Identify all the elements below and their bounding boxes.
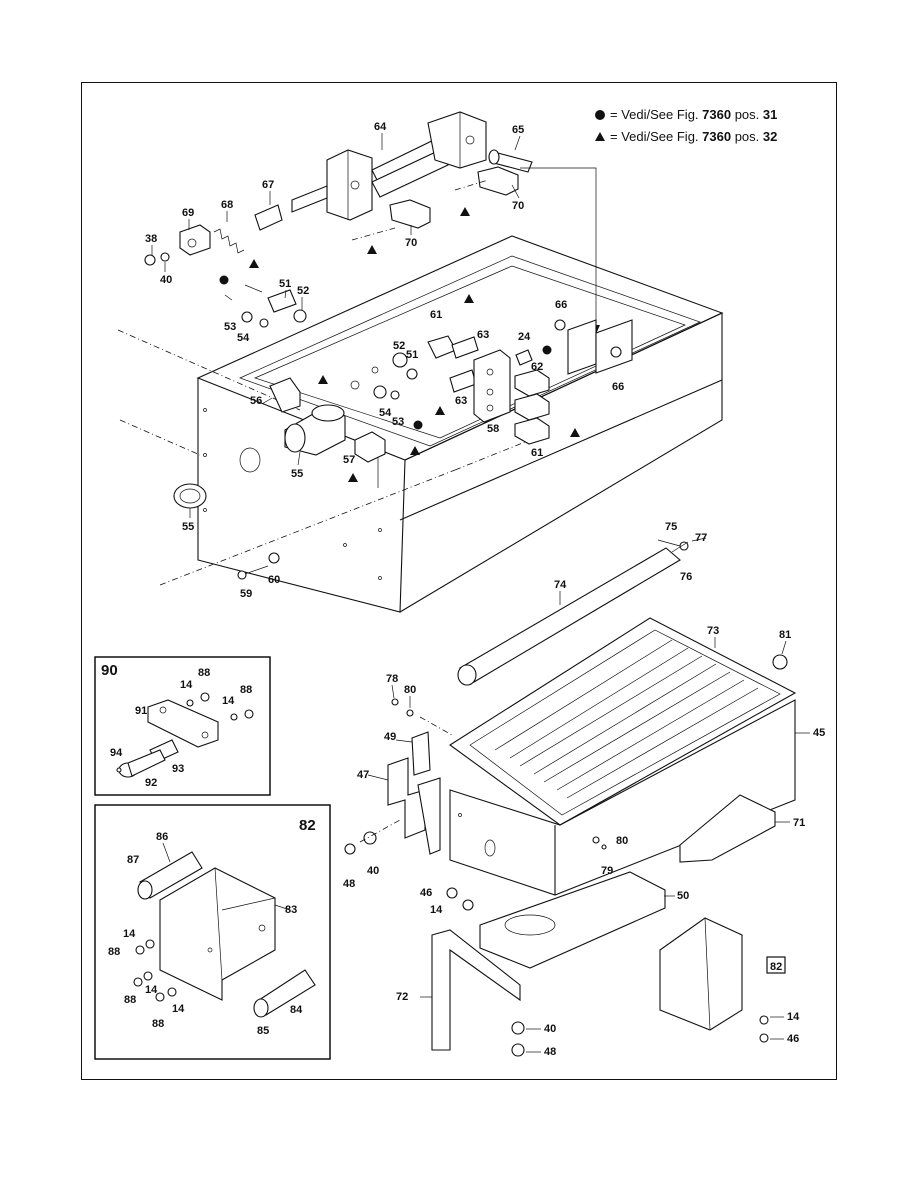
- label-67: 67: [262, 179, 274, 191]
- label-48a: 48: [343, 878, 355, 890]
- label-i90-88a: 88: [198, 667, 210, 679]
- label-46b: 46: [787, 1033, 799, 1045]
- label-70a: 70: [512, 200, 524, 212]
- triangle-symbol-icon: [595, 132, 605, 141]
- part-labels: 64 65 67 68 69 38 40 70 70 51 52 53 54 5…: [108, 121, 825, 1058]
- label-48b: 48: [544, 1046, 556, 1058]
- label-i90-91: 91: [135, 705, 147, 717]
- label-76: 76: [680, 571, 692, 583]
- label-77: 77: [695, 532, 707, 544]
- pneumatic-cylinder-64: [144, 111, 600, 334]
- label-55b: 55: [182, 521, 194, 533]
- label-i90-92: 92: [145, 777, 157, 789]
- label-24: 24: [518, 331, 531, 343]
- label-i82-14a: 14: [123, 928, 136, 940]
- label-64: 64: [374, 121, 387, 133]
- label-72: 72: [396, 991, 408, 1003]
- label-61a: 61: [430, 309, 442, 321]
- label-i82-84: 84: [290, 1004, 303, 1016]
- label-53a: 53: [224, 321, 236, 333]
- label-i82-85: 85: [257, 1025, 269, 1037]
- label-53b: 53: [392, 416, 404, 428]
- label-i82-88b: 88: [124, 994, 136, 1006]
- label-i82-88c: 88: [152, 1018, 164, 1030]
- label-40a: 40: [160, 274, 172, 286]
- label-i82-86: 86: [156, 831, 168, 843]
- label-63b: 63: [455, 395, 467, 407]
- inset-90: 90: [94, 656, 271, 796]
- label-i82-83: 83: [285, 904, 297, 916]
- lower-box-45: 82: [344, 698, 796, 1057]
- label-54a: 54: [237, 332, 250, 344]
- label-51a: 51: [279, 278, 291, 290]
- label-68: 68: [221, 199, 233, 211]
- roller-74: [457, 541, 689, 686]
- label-52b: 52: [393, 340, 405, 352]
- label-i82-14c: 14: [172, 1003, 185, 1015]
- label-61b: 61: [531, 447, 543, 459]
- label-50: 50: [677, 890, 689, 902]
- valve-components: [173, 289, 633, 580]
- label-i82-88a: 88: [108, 946, 120, 958]
- label-65: 65: [512, 124, 524, 136]
- label-80b: 80: [616, 835, 628, 847]
- label-i90-14b: 14: [222, 695, 235, 707]
- label-45: 45: [813, 727, 825, 739]
- label-55a: 55: [291, 468, 303, 480]
- label-59: 59: [240, 588, 252, 600]
- label-70b: 70: [405, 237, 417, 249]
- label-57: 57: [343, 454, 355, 466]
- inset-82-title: 82: [299, 817, 316, 834]
- label-38: 38: [145, 233, 157, 245]
- label-49: 49: [384, 731, 396, 743]
- label-75: 75: [665, 521, 677, 533]
- label-47: 47: [357, 769, 369, 781]
- label-40b: 40: [367, 865, 379, 877]
- label-i90-94: 94: [110, 747, 123, 759]
- label-i82-14b: 14: [145, 984, 158, 996]
- legend: = Vedi/See Fig. 7360 pos. 31 = Vedi/See …: [595, 107, 777, 144]
- label-i90-14a: 14: [180, 679, 193, 691]
- label-63a: 63: [477, 329, 489, 341]
- label-80a: 80: [404, 684, 416, 696]
- label-74: 74: [554, 579, 567, 591]
- label-54b: 54: [379, 407, 392, 419]
- inset-82: 82: [94, 804, 331, 1060]
- drawing-frame: [81, 82, 837, 1080]
- label-66a: 66: [555, 299, 567, 311]
- inset-90-title: 90: [101, 662, 118, 679]
- label-i90-93: 93: [172, 763, 184, 775]
- legend-triangle-text: = Vedi/See Fig. 7360 pos. 32: [610, 129, 777, 144]
- label-60: 60: [268, 574, 280, 586]
- label-58: 58: [487, 423, 499, 435]
- circle-symbol-icon: [595, 110, 605, 120]
- tubing-markers: [219, 179, 489, 301]
- label-62: 62: [531, 361, 543, 373]
- legend-circle-text: = Vedi/See Fig. 7360 pos. 31: [610, 107, 777, 122]
- label-78: 78: [386, 673, 398, 685]
- label-52a: 52: [297, 285, 309, 297]
- leader-lines: [151, 133, 810, 1053]
- table-plate-73: [449, 617, 797, 826]
- label-81: 81: [779, 629, 791, 641]
- label-40c: 40: [544, 1023, 556, 1035]
- label-69: 69: [182, 207, 194, 219]
- label-i82-87: 87: [127, 854, 139, 866]
- label-14b: 14: [787, 1011, 800, 1023]
- svg-text:82: 82: [770, 961, 782, 973]
- label-56: 56: [250, 395, 262, 407]
- label-46a: 46: [420, 887, 432, 899]
- label-73: 73: [707, 625, 719, 637]
- label-i90-88b: 88: [240, 684, 252, 696]
- label-14a: 14: [430, 904, 443, 916]
- box-ref-82: [766, 956, 786, 974]
- label-51b: 51: [406, 349, 418, 361]
- label-66b: 66: [612, 381, 624, 393]
- label-79: 79: [601, 865, 613, 877]
- label-71: 71: [793, 817, 805, 829]
